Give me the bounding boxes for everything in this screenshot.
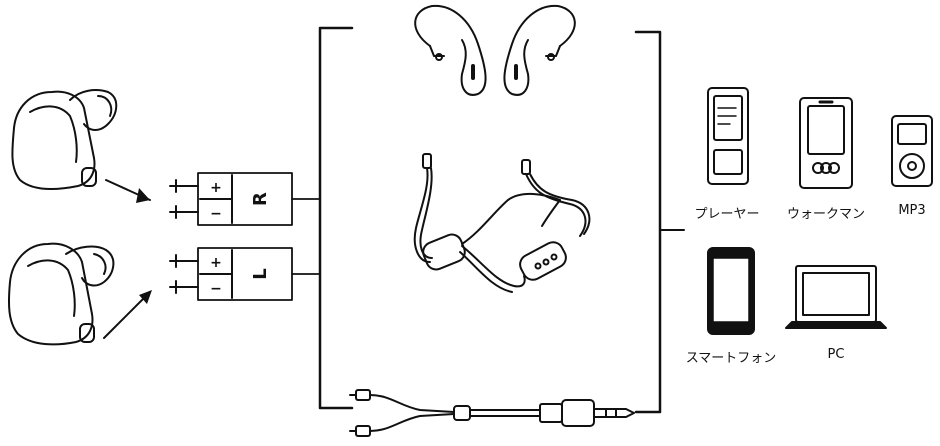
earphone-right-icon (11, 89, 118, 191)
smartphone-icon (707, 247, 755, 335)
device-label-pc: PC (827, 347, 845, 362)
adapter-right-minus: − (210, 206, 222, 222)
device-label-smartphone: スマートフォン (685, 351, 777, 366)
device-label-walkman: ウォークマン (786, 207, 865, 222)
player-icon (707, 87, 749, 185)
adapter-left (169, 247, 293, 301)
device-label-mp3: MP3 (898, 203, 926, 218)
adapter-right-label: R (250, 192, 271, 206)
bluetooth-cable-icon (413, 153, 591, 293)
earphone-left-icon (8, 242, 115, 346)
laptop-icon (785, 265, 887, 329)
splitter-cable-icon (349, 389, 635, 437)
right-bracket (634, 30, 662, 414)
adapter-right-plus: + (210, 180, 222, 196)
left-bracket (318, 26, 354, 410)
ear-hook-cable-icon (414, 4, 576, 96)
mp3-icon (891, 115, 933, 187)
adapter-right (169, 172, 293, 226)
device-label-player: プレーヤー (694, 207, 760, 222)
arrow-left-icon (103, 290, 152, 339)
arrow-right-icon (105, 179, 151, 203)
adapter-left-plus: + (210, 255, 222, 271)
adapter-left-label: L (250, 268, 271, 279)
walkman-icon (799, 97, 853, 189)
adapter-left-minus: − (210, 281, 222, 297)
